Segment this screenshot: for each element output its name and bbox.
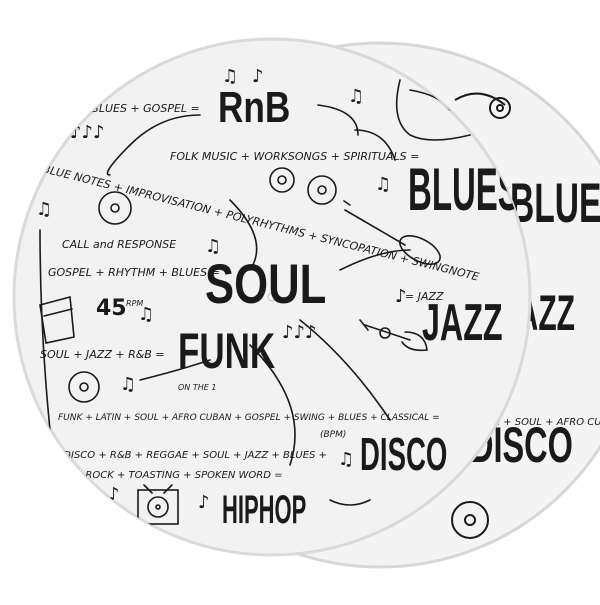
disco-formula: FUNK + LATIN + SOUL + AFRO CUBAN + GOSPE… — [58, 413, 440, 423]
funk-on-the-one: ON THE 1 — [178, 383, 216, 392]
hiphop-formula-line2: SICAL + ROCK + TOASTING + SPOKEN WORD = — [42, 470, 282, 481]
turntable-icon — [137, 484, 179, 525]
connector-line — [39, 229, 51, 431]
hiphop-label: HIPHOP — [222, 487, 306, 532]
connector-line — [339, 249, 411, 271]
hiphop-formula-line1: K + DISCO + R&B + REGGAE + SOUL + JAZZ +… — [42, 450, 327, 461]
connector-line — [229, 199, 258, 271]
tempo-unit: RPM — [126, 299, 143, 308]
svg-text:♫: ♫ — [348, 86, 364, 107]
svg-text:♪: ♪ — [108, 484, 120, 505]
spindle-hole — [267, 292, 277, 302]
funk-formula: SOUL + JAZZ + R&B = — [40, 348, 165, 361]
svg-text:♫: ♫ — [338, 449, 354, 470]
call-response-note: CALL and RESPONSE — [62, 238, 176, 251]
connector-line — [249, 344, 296, 466]
soul-formula: GOSPEL + RHYTHM + BLUES = — [48, 266, 220, 279]
trumpet-icon — [359, 319, 428, 352]
jazz-formula-line2: = JAZZ — [405, 290, 444, 303]
rnb-label: RnB — [218, 83, 290, 132]
svg-text:♫: ♫ — [205, 236, 221, 257]
back-blues-label: BLUES — [510, 171, 600, 234]
back-vinyl-icon — [451, 92, 511, 539]
vinyl-record-icon — [68, 167, 337, 403]
svg-text:♫: ♫ — [222, 66, 238, 87]
back-disco-formula: FUNK + LATIN + SOUL + AFRO CUBAN + GOSPE… — [430, 417, 600, 428]
svg-text:♫: ♫ — [138, 304, 154, 325]
soul-label: SOUL — [205, 253, 326, 315]
disco-bpm: (BPM) — [320, 430, 346, 440]
connector-line — [106, 114, 201, 176]
music-note-icon: ♫ ♪ ♪♪♪ ♫ ♫ ♫ ♫ ♪♪♪ ♫ ♪ ♫ ♪ ♪ ♫ — [36, 66, 407, 513]
tempo-value: 45 — [96, 296, 127, 321]
connector-line — [299, 319, 391, 421]
svg-text:♪♪♪: ♪♪♪ — [70, 122, 104, 143]
svg-text:♪: ♪ — [252, 66, 264, 87]
rnb-formula: ZZ + BLUES + GOSPEL = — [59, 102, 200, 115]
connector-line — [329, 499, 371, 506]
blues-formula: FOLK MUSIC + WORKSONGS + SPIRITUALS = — [170, 150, 419, 163]
connector-line — [354, 129, 396, 161]
front-slipmat: ZZ + BLUES + GOSPEL = RnB FOLK MUSIC + W… — [12, 37, 532, 557]
violin-icon — [343, 200, 441, 265]
drum-icon — [39, 295, 75, 344]
svg-text:♪: ♪ — [395, 286, 407, 307]
svg-text:♫: ♫ — [375, 174, 391, 195]
svg-text:♫: ♫ — [120, 374, 136, 395]
connector-line — [139, 359, 211, 381]
svg-text:♫: ♫ — [36, 199, 52, 220]
svg-text:♪: ♪ — [198, 492, 210, 513]
disco-label: DISCO — [360, 430, 447, 481]
funk-label: FUNK — [178, 324, 275, 380]
svg-text:♪♪♪: ♪♪♪ — [282, 322, 316, 343]
jazz-label: JAZZ — [422, 294, 503, 352]
connector-line — [317, 104, 359, 136]
